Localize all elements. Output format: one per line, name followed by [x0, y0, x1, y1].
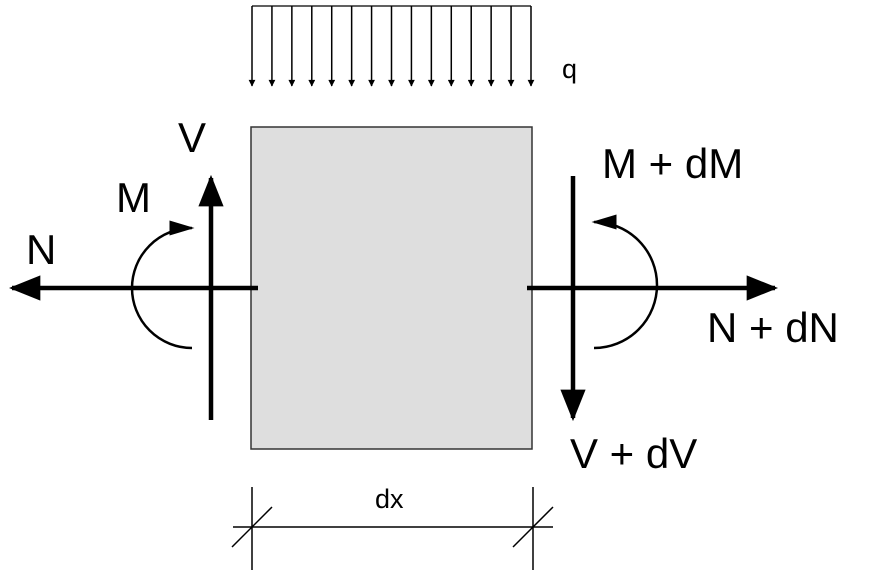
shear-right-label: V + dV — [570, 430, 697, 477]
distributed-load-arrows — [248, 5, 535, 87]
moment-right-label: M + dM — [602, 140, 743, 187]
beam-element — [250, 126, 533, 450]
shear-left-label: V — [178, 114, 206, 161]
moment-left-label: M — [116, 174, 151, 221]
moment-left-arrow — [130, 220, 195, 350]
load-label: q — [562, 54, 577, 84]
normal-right-label: N + dN — [707, 304, 839, 351]
dimension-line — [231, 487, 554, 570]
normal-left-label: N — [26, 226, 56, 273]
length-label: dx — [375, 484, 404, 514]
moment-right-arrow — [591, 214, 659, 350]
